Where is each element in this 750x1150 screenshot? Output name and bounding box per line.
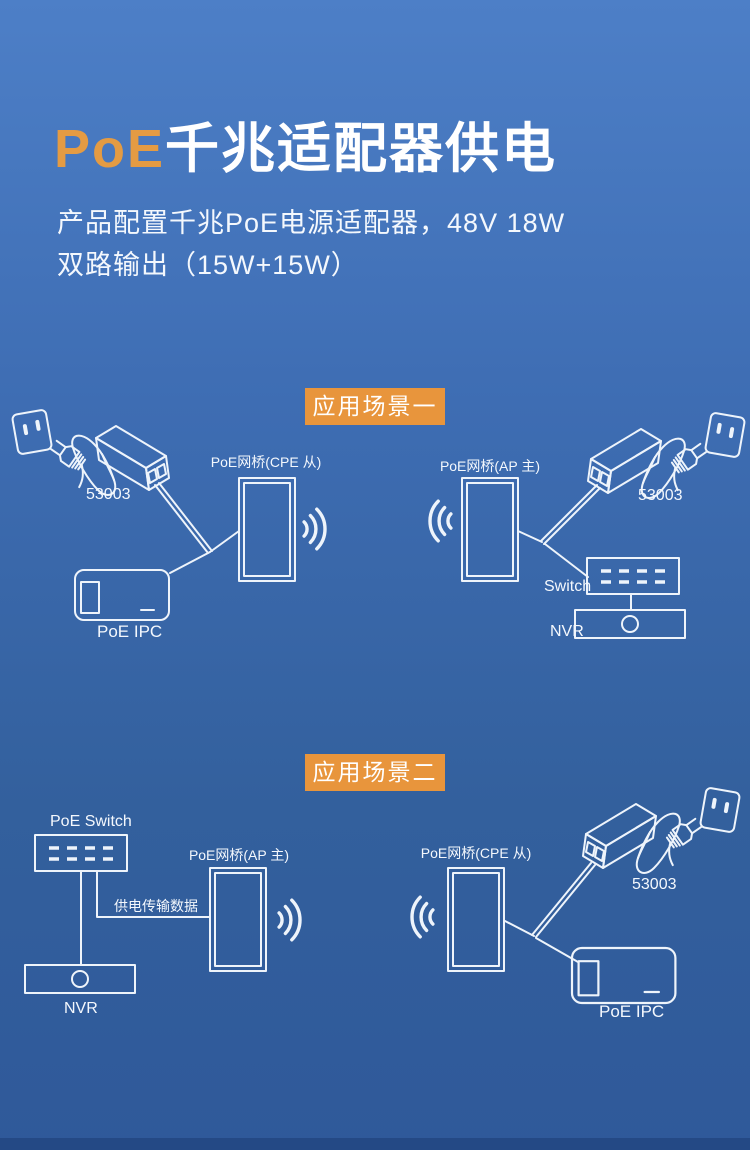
- cable-lines: [504, 862, 596, 963]
- scenario1-left-diagram: [10, 408, 327, 621]
- page-title-accent: PoE: [54, 119, 166, 179]
- switch-label: Switch: [544, 578, 592, 595]
- nvr-label: NVR: [550, 623, 584, 640]
- bridge-device-icon: [209, 867, 267, 972]
- camera-label: PoE IPC: [599, 1002, 665, 1021]
- bottom-edge-strip: [0, 1138, 750, 1150]
- poe-injector-icon: [587, 411, 747, 499]
- wifi-signal-icon: [410, 895, 435, 939]
- ip-camera-icon: [74, 569, 170, 621]
- camera-label: PoE IPC: [97, 622, 163, 641]
- bridge-device-icon: [461, 477, 519, 582]
- bridge-device-icon: [238, 477, 296, 582]
- adapter-model-label: 53003: [632, 876, 677, 893]
- subtitle-line-1: 产品配置千兆PoE电源适配器，48V 18W: [57, 208, 566, 238]
- page-title-main: 千兆适配器供电: [165, 119, 558, 179]
- switch-label: PoE Switch: [50, 813, 132, 830]
- nvr-label: NVR: [64, 1000, 98, 1017]
- bridge-label: PoE网桥(AP 主): [439, 458, 541, 474]
- adapter-model-label: 53003: [86, 486, 131, 503]
- bridge-device-icon: [447, 867, 505, 972]
- subtitle-line-2: 双路输出（15W+15W）: [57, 250, 359, 280]
- adapter-model-label: 53003: [638, 487, 683, 504]
- scenario2-right-diagram: [410, 786, 742, 1005]
- switch-device-icon: [585, 556, 681, 596]
- bridge-label: PoE网桥(CPE 从): [420, 845, 532, 861]
- nvr-device-icon: [574, 609, 686, 639]
- bridge-label: PoE网桥(AP 主): [188, 847, 290, 863]
- link-data-label: 供电传输数据: [114, 898, 198, 914]
- wifi-signal-icon: [428, 499, 453, 543]
- switch-device-icon: [33, 833, 129, 873]
- scenario2-badge: 应用场景二: [305, 754, 445, 791]
- wifi-signal-icon: [302, 507, 327, 551]
- scenario1-right-diagram: [428, 411, 747, 639]
- cable-lines: [517, 484, 632, 611]
- page-title: PoE千兆适配器供电: [54, 104, 557, 183]
- bridge-label: PoE网桥(CPE 从): [210, 454, 322, 470]
- scenario1-badge: 应用场景一: [305, 388, 445, 425]
- scenario2-left-diagram: [24, 833, 302, 994]
- nvr-device-icon: [24, 964, 136, 994]
- ip-camera-icon: [570, 946, 677, 1005]
- poe-injector-icon: [10, 408, 170, 496]
- wifi-signal-icon: [277, 898, 302, 942]
- cable-lines: [80, 870, 211, 966]
- cable-lines: [154, 482, 240, 574]
- poe-injector-icon: [582, 786, 742, 874]
